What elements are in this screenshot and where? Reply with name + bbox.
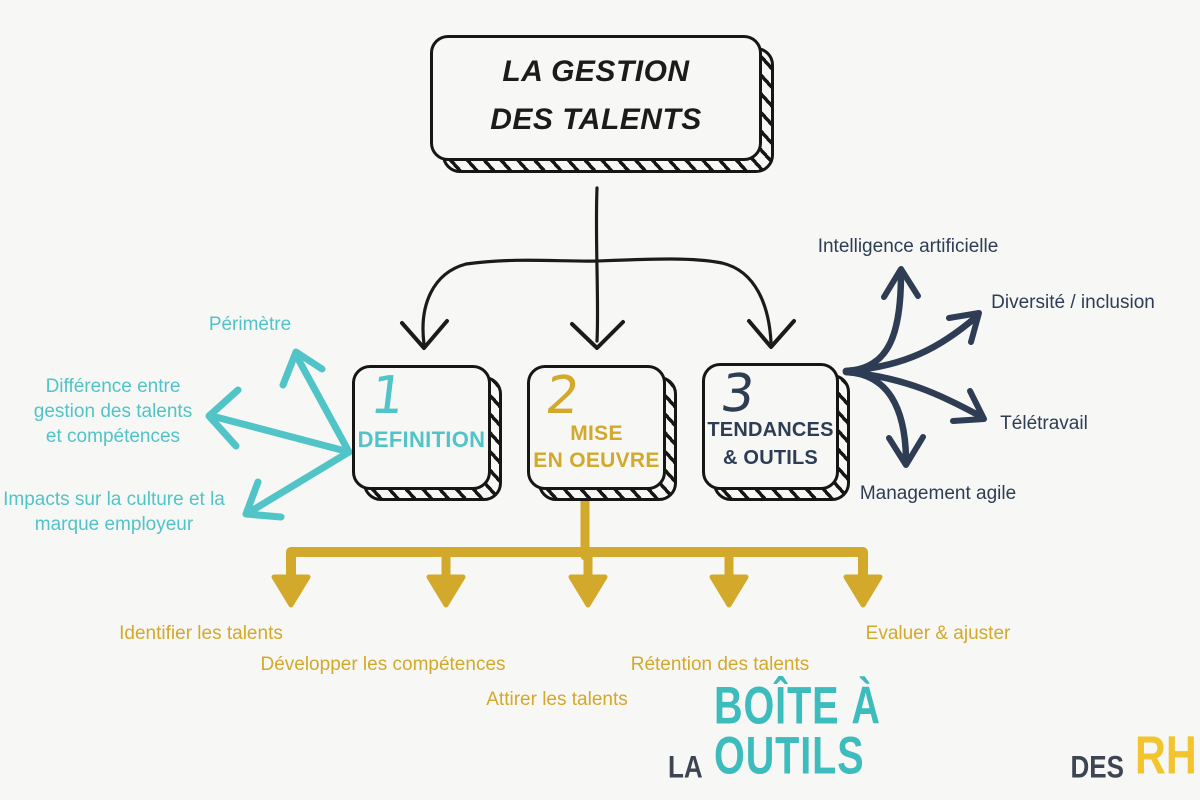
tendances-box: 3 TENDANCES & OUTILS <box>702 363 839 490</box>
arrow-to-impacts <box>244 448 353 517</box>
arrow-to-perimetre <box>292 351 353 456</box>
mise-en-oeuvre-label: MISE EN OEUVRE <box>533 422 660 472</box>
arrow-to-management <box>842 368 910 462</box>
mise-en-oeuvre-arrowheads <box>271 574 883 608</box>
arrowhead-teletravail-icon <box>950 388 987 424</box>
root-arrowhead-center-icon <box>570 320 625 350</box>
topic-difference: Différence entre gestion des talents et … <box>33 376 193 447</box>
tendances-number: 3 <box>717 364 758 424</box>
topic-management-agile: Management agile <box>859 483 1017 504</box>
tree-bar <box>286 547 868 585</box>
arrow-to-difference <box>208 412 353 456</box>
step-retention-des-talents: Rétention des talents <box>630 654 810 675</box>
tree-arrowhead-5-icon <box>843 574 883 608</box>
definition-box: 1 DEFINITION <box>352 365 491 490</box>
logo-rh: RH <box>1135 724 1197 786</box>
definition-label: DEFINITION <box>357 427 486 452</box>
arrow-to-teletravail <box>842 368 984 420</box>
diagram-title: LA GESTION DES TALENTS <box>490 55 702 136</box>
arrow-to-ia <box>842 270 905 375</box>
topic-teletravail: Télétravail <box>1000 413 1088 434</box>
tendances-arrows <box>842 266 987 468</box>
tree-arrowhead-3-icon <box>568 574 608 608</box>
logo-des: DES <box>1070 748 1124 785</box>
definition-number: 1 <box>367 366 408 426</box>
step-evaluer-ajuster: Evaluer & ajuster <box>865 623 1011 644</box>
logo-boite-a-outils: BOÎTE À OUTILS <box>713 677 881 786</box>
arrowhead-perimetre-icon <box>279 348 326 389</box>
arrowhead-diversite-icon <box>946 310 982 345</box>
tree-arrowhead-1-icon <box>271 574 311 608</box>
tree-arrowhead-4-icon <box>709 574 749 608</box>
brand-logo: LA BOÎTE À OUTILS DES RH <box>668 681 1200 786</box>
topic-perimetre: Périmètre <box>208 314 292 335</box>
logo-la: LA <box>668 748 703 785</box>
tendances-label: TENDANCES & OUTILS <box>707 419 834 469</box>
root-arrowhead-right-icon <box>747 319 796 349</box>
topic-impacts: Impacts sur la culture et la marque empl… <box>3 489 225 535</box>
definition-arrows <box>205 348 353 521</box>
tree-arrowhead-2-icon <box>426 574 466 608</box>
arrowhead-impacts-icon <box>242 478 285 521</box>
mise-en-oeuvre-tree <box>286 495 868 585</box>
mise-en-oeuvre-number: 2 <box>542 366 583 426</box>
arrowhead-management-icon <box>886 434 926 468</box>
root-arrowhead-left-icon <box>400 319 449 350</box>
topic-intelligence-artificielle: Intelligence artificielle <box>817 236 999 257</box>
step-developper-les-competences: Développer les compétences <box>260 654 506 675</box>
root-branch-curve <box>421 257 773 346</box>
step-identifier-les-talents: Identifier les talents <box>119 623 283 644</box>
root-vertical-line <box>594 186 600 343</box>
root-connectors <box>400 186 796 350</box>
arrowhead-difference-icon <box>205 386 242 450</box>
arrow-to-diversite <box>842 313 980 375</box>
topic-diversite-inclusion: Diversité / inclusion <box>991 292 1155 313</box>
step-attirer-les-talents: Attirer les talents <box>486 689 628 710</box>
mise-en-oeuvre-box: 2 MISE EN OEUVRE <box>527 365 666 490</box>
title-box: LA GESTION DES TALENTS <box>430 35 762 161</box>
arrowhead-ia-icon <box>881 266 921 300</box>
